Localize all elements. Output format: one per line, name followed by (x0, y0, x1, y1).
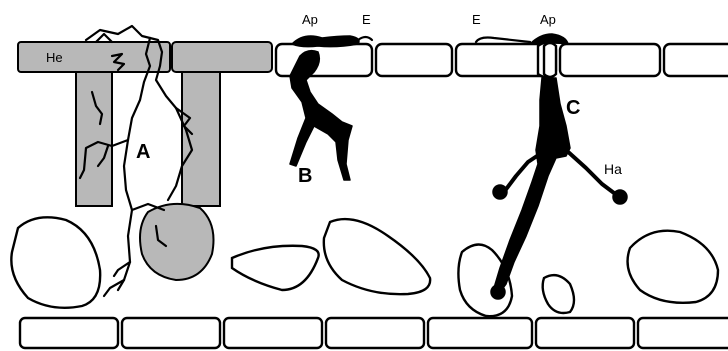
lower-epidermal-cell (326, 318, 424, 348)
haustorium (613, 190, 627, 204)
lower-epidermal-cell (20, 318, 118, 348)
palisade-cell-left (76, 72, 112, 206)
lower-epidermal-cell (122, 318, 220, 348)
surface-hyphae-a (96, 34, 112, 42)
appressorium-b (292, 36, 359, 47)
haustorium (493, 185, 507, 199)
surface-hyphae-a (86, 26, 150, 40)
haustorium (491, 285, 505, 299)
epidermal-cell (376, 44, 452, 76)
epidermal-cell (276, 44, 372, 76)
label-e-right: E (472, 12, 481, 27)
lower-epidermal-cell (638, 318, 728, 348)
epidermal-cell-gray (172, 42, 272, 72)
epidermal-cell (664, 44, 728, 76)
infected-mesophyll-cell (140, 204, 214, 280)
label-e-left: E (362, 12, 371, 27)
germ-tube-e-left (358, 37, 372, 40)
label-b: B (298, 165, 312, 187)
guard-cell (544, 43, 556, 77)
lower-epidermal-cell (536, 318, 634, 348)
label-ap-right: Ap (540, 12, 556, 27)
spongy-mesophyll (11, 217, 718, 316)
mesophyll-cell (232, 246, 319, 290)
hypha-a-branch (104, 280, 124, 296)
lower-epidermal-cell (224, 318, 322, 348)
appressorium-c (530, 34, 568, 44)
lower-epidermal-cell (428, 318, 532, 348)
mesophyll-cell (628, 231, 718, 303)
mesophyll-cell (324, 219, 430, 294)
epidermal-cell (560, 44, 660, 76)
label-c: C (566, 97, 580, 119)
label-a: A (136, 141, 150, 163)
hypha-c (494, 78, 570, 292)
label-ha: Ha (604, 161, 622, 177)
label-he: He (46, 50, 63, 65)
mesophyll-cell (11, 217, 100, 307)
mesophyll-cell (543, 275, 574, 313)
germ-tube-e-right (476, 38, 530, 43)
lower-epidermis (20, 318, 728, 348)
label-ap-left: Ap (302, 12, 318, 27)
upper-epidermis (18, 42, 728, 76)
